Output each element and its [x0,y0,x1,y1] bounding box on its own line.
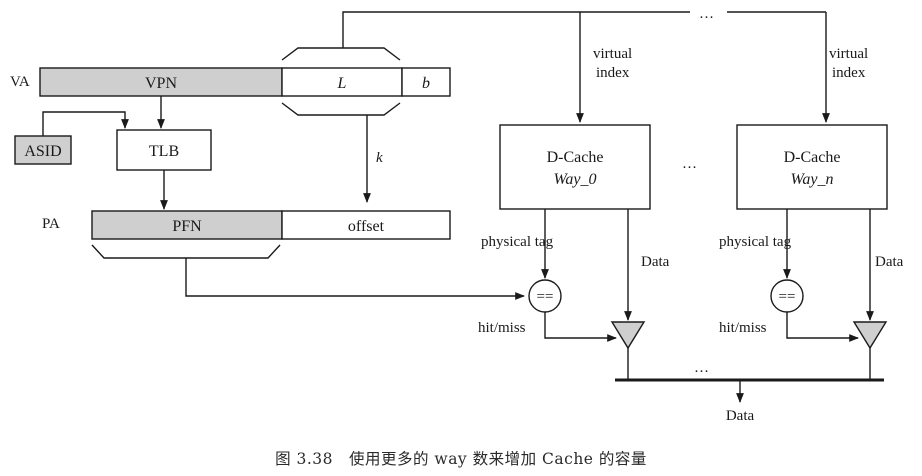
pfn-brace [91,244,281,259]
asid-arrow [42,111,129,136]
wayn-tristate-buffer [852,321,888,350]
offset-field [281,210,451,240]
b-field [401,67,451,97]
wayn-hit-arrow [786,312,859,342]
tlb-label: TLB [149,143,179,160]
offset-label: offset [348,218,385,235]
virtual-index-label-nb: index [832,65,866,81]
k-label: k [376,150,383,166]
virtual-index-label-0b: index [596,65,630,81]
dcache-wayn-box [736,124,888,210]
l-label: L [337,75,347,92]
pa-label: PA [42,216,60,232]
dcache-wayn-label-a: D-Cache [784,149,841,166]
l-top-brace [281,47,401,61]
pfn-field [91,210,283,240]
way0-hit-miss: hit/miss [478,320,526,336]
asid-box [14,135,72,165]
way0-physical-tag: physical tag [481,234,554,250]
l-bottom-brace [281,102,401,116]
figure-caption: 图 3.38 使用更多的 way 数来增加 Cache 的容量 [275,450,647,468]
wayn-hit-miss: hit/miss [719,320,767,336]
pfn-label: PFN [172,218,202,235]
way0-comparator-label: == [537,289,554,305]
wayn-physical-tag: physical tag [719,234,792,250]
dcache-way0-label-a: D-Cache [547,149,604,166]
virtual-index-label-0a: virtual [593,46,632,62]
vpn-label: VPN [145,75,177,92]
vpn-field [39,67,283,97]
way0-tristate-buffer [610,321,646,350]
middle-ellipsis: … [682,156,697,172]
way0-data-label: Data [641,254,670,270]
output-data-label: Data [726,408,755,424]
way0-hit-arrow [544,312,617,342]
dcache-wayn-label-b: Way_n [791,171,834,188]
va-label: VA [10,74,30,90]
dcache-way0-box [499,124,651,210]
va-register: VA VPN L b [10,67,451,97]
pfn-to-comparator [185,258,525,300]
l-field [281,67,403,97]
asid-label: ASID [24,143,61,160]
tlb-box [116,129,212,171]
bus-ellipsis: … [694,360,709,376]
wayn-data-label: Data [875,254,904,270]
virtual-index-label-na: virtual [829,46,868,62]
dcache-way0-label-b: Way_0 [554,171,597,188]
wayn-comparator-label: == [779,289,796,305]
b-label: b [422,75,430,92]
top-ellipsis: … [699,6,714,22]
virtual-index-bus [342,11,690,48]
